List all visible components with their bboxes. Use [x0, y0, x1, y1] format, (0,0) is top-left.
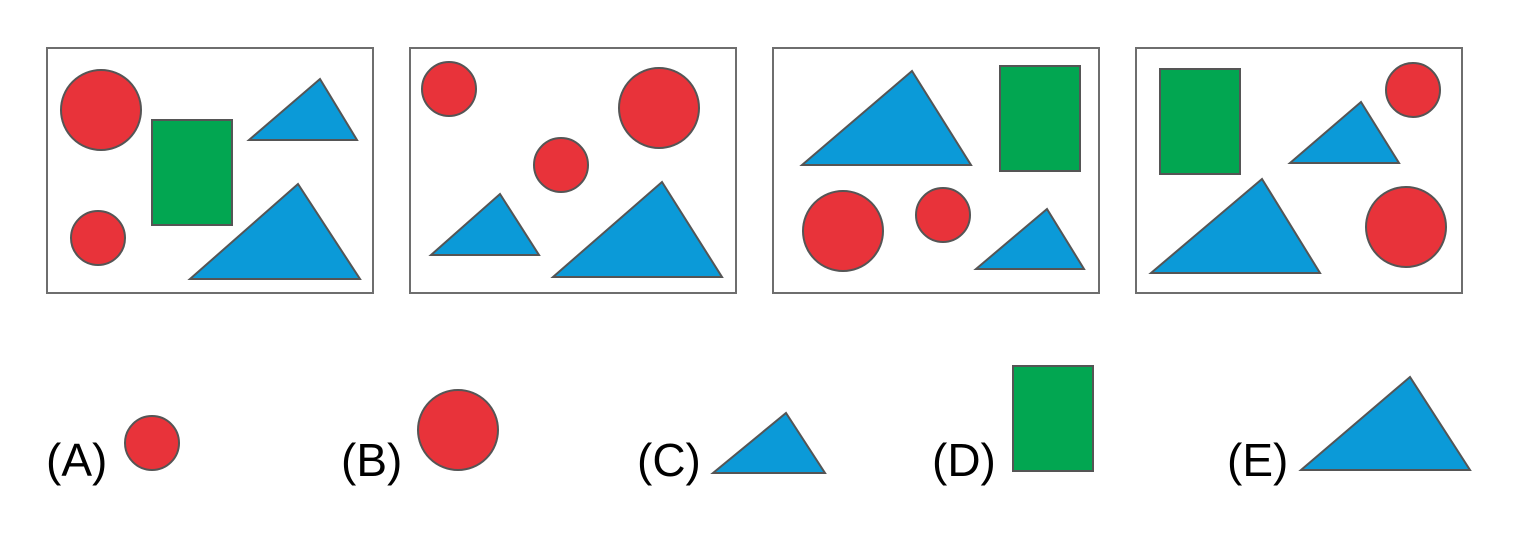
option-c-small-triangle[interactable]: [710, 411, 827, 474]
panel-1-small-circle: [70, 210, 126, 266]
option-c-label[interactable]: (C): [637, 434, 701, 486]
panel-2-small-circle: [533, 137, 589, 193]
panel-4-large-triangle: [1148, 177, 1322, 274]
option-b-label[interactable]: (B): [341, 434, 403, 486]
option-e-label[interactable]: (E): [1227, 434, 1289, 486]
panel-4-small-circle: [1385, 62, 1441, 118]
panel-3-large-rectangle: [999, 65, 1081, 172]
option-d-label[interactable]: (D): [932, 434, 996, 486]
panel-3-large-circle: [802, 190, 884, 272]
option-a-label[interactable]: (A): [46, 434, 108, 486]
option-d-large-rectangle[interactable]: [1012, 365, 1094, 472]
panel-1-small-triangle: [246, 77, 359, 141]
panel-1-large-rectangle: [151, 119, 233, 226]
panel-1-large-circle: [60, 69, 142, 151]
option-b-large-circle[interactable]: [417, 389, 499, 471]
panel-3-small-circle: [915, 187, 971, 243]
option-e-large-triangle[interactable]: [1298, 375, 1472, 471]
panel-3-small-triangle: [973, 207, 1086, 270]
panel-2-small-triangle: [428, 192, 541, 256]
panel-4-large-circle: [1365, 186, 1447, 268]
panel-2-large-circle: [618, 67, 700, 149]
panel-4-small-triangle: [1287, 100, 1401, 164]
panel-2-small-circle: [421, 61, 477, 117]
option-a-small-circle[interactable]: [124, 415, 180, 471]
panel-1-large-triangle: [187, 182, 362, 280]
panel-2-large-triangle: [550, 180, 724, 278]
panel-4-large-rectangle: [1159, 68, 1241, 175]
panel-3-large-triangle: [799, 69, 973, 166]
